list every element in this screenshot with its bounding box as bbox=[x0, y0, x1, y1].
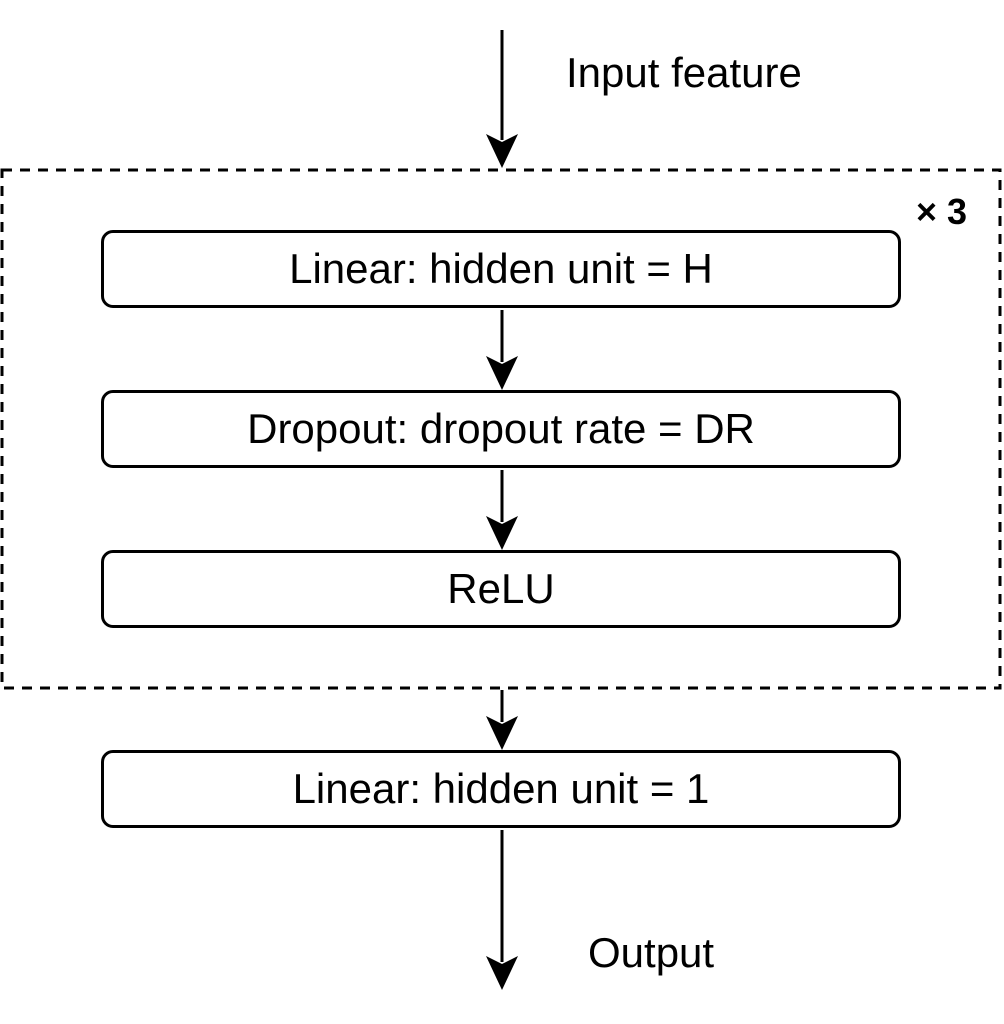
dropout-block: Dropout: dropout rate = DR bbox=[101, 390, 901, 468]
linear-hidden-block: Linear: hidden unit = H bbox=[101, 230, 901, 308]
arrow-container-to-output-linear bbox=[486, 690, 518, 750]
linear-output-block: Linear: hidden unit = 1 bbox=[101, 750, 901, 828]
linear-hidden-label: Linear: hidden unit = H bbox=[289, 245, 713, 292]
arrow-output bbox=[486, 830, 518, 990]
relu-block: ReLU bbox=[101, 550, 901, 628]
dropout-label: Dropout: dropout rate = DR bbox=[247, 405, 755, 452]
input-feature-label: Input feature bbox=[566, 49, 802, 96]
repeat-count-label: × 3 bbox=[916, 191, 968, 232]
arrow-linear-to-dropout bbox=[486, 310, 518, 390]
arrow-input bbox=[486, 30, 518, 168]
arrow-dropout-to-relu bbox=[486, 470, 518, 550]
relu-label: ReLU bbox=[447, 565, 555, 612]
output-label: Output bbox=[588, 929, 715, 976]
repeat-container bbox=[0, 168, 1002, 690]
linear-output-label: Linear: hidden unit = 1 bbox=[292, 765, 710, 812]
